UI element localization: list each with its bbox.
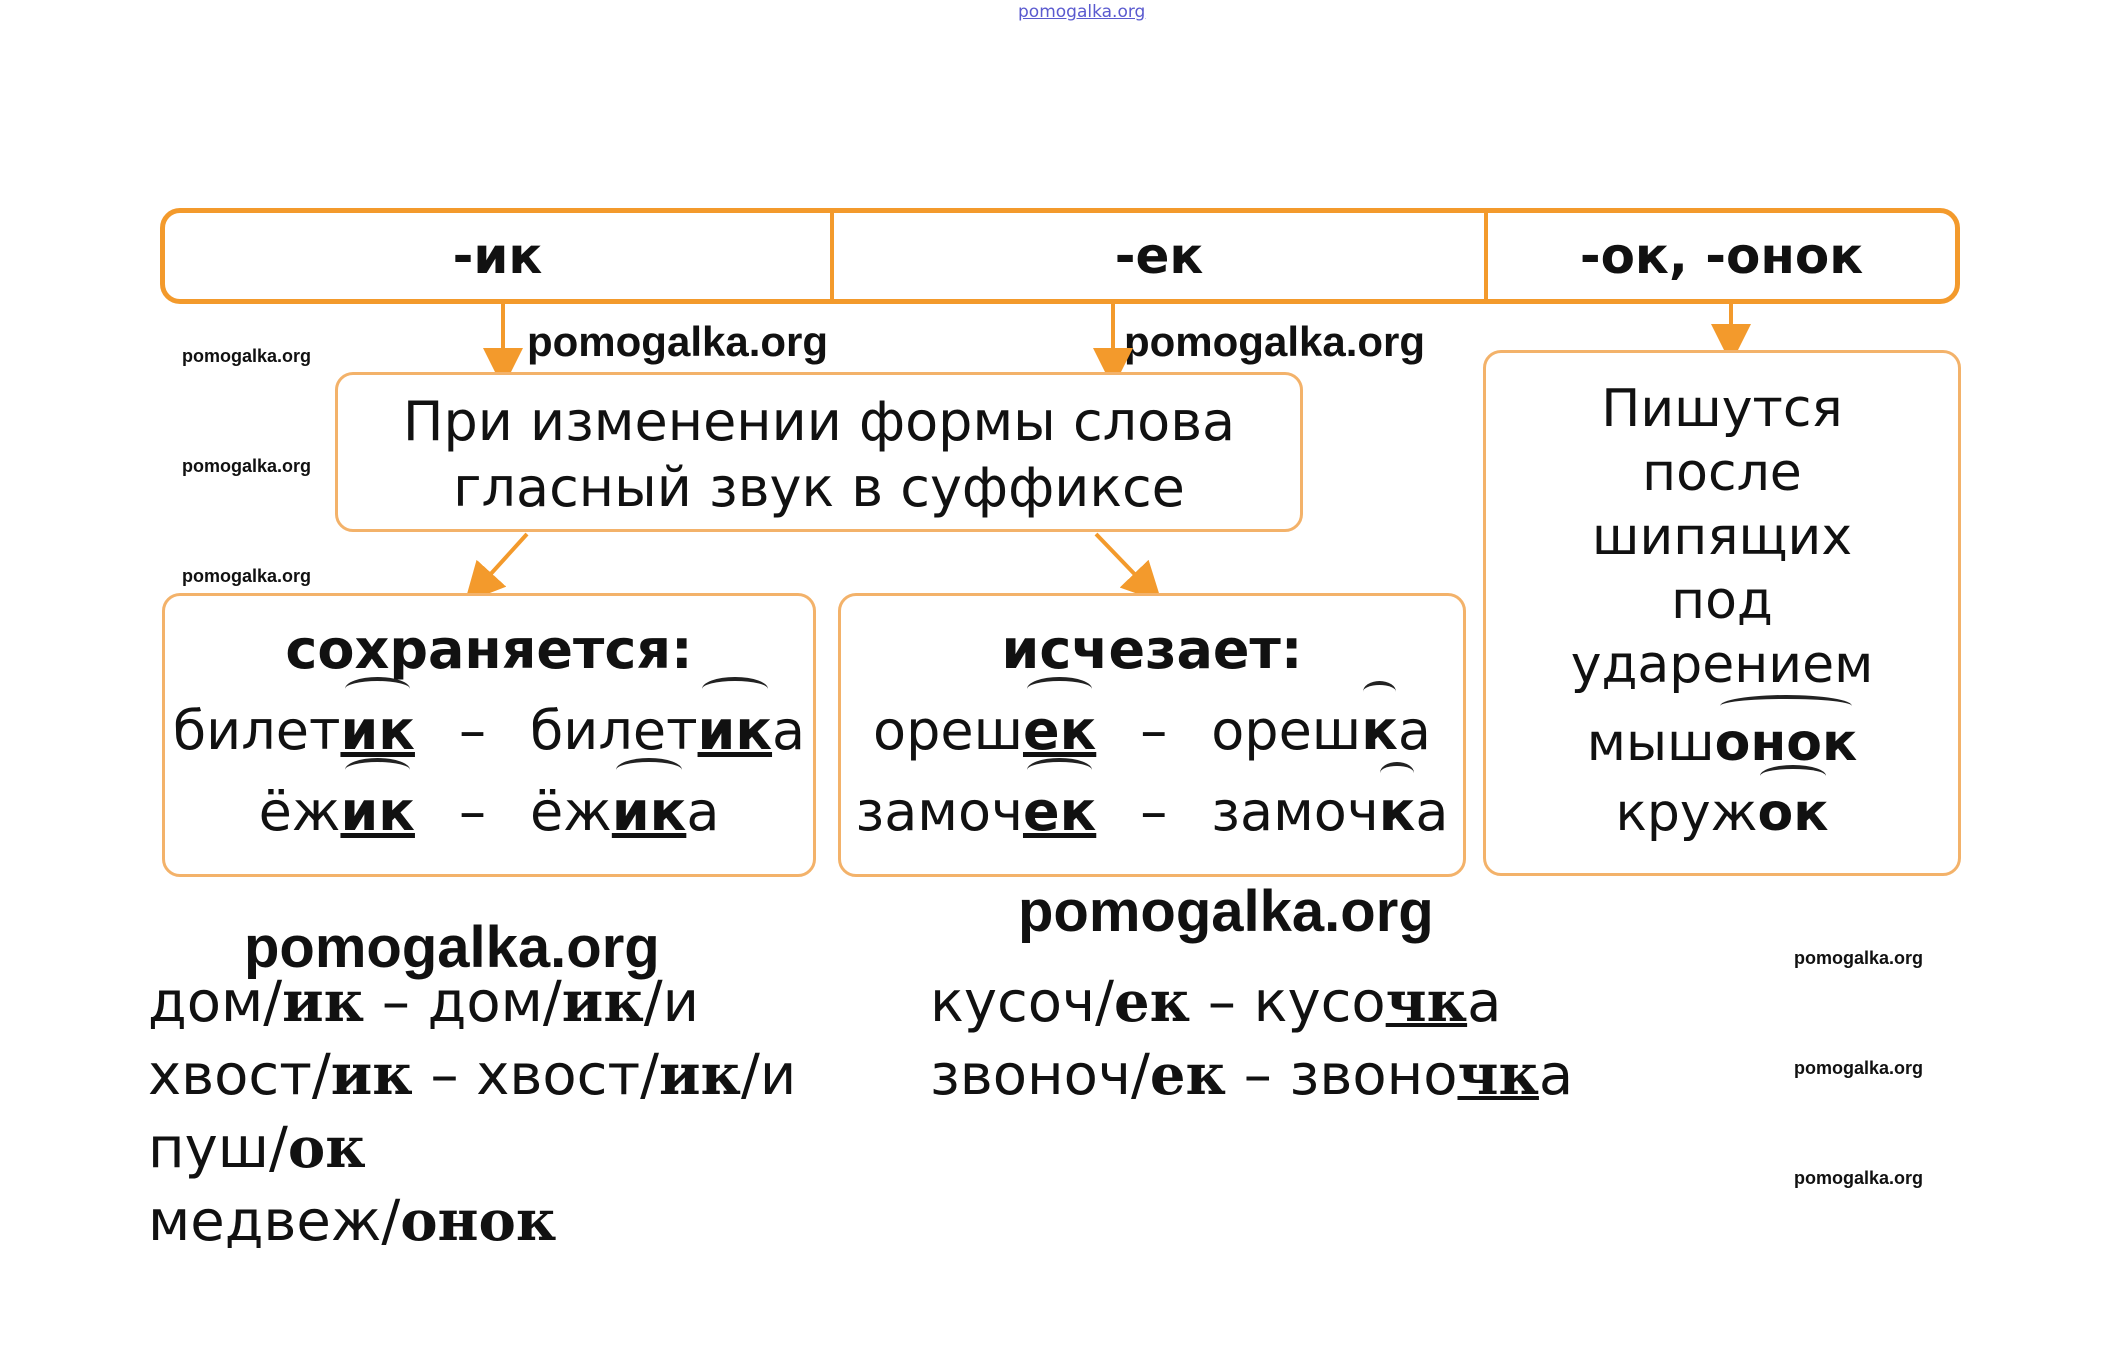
vowel-dropped-box: исчезает: орешек – орешка замочек – замо… (838, 593, 1466, 877)
worked-examples-left: дом/ик – дом/ик/и хвост/ик – хвост/ик/и … (148, 966, 796, 1258)
worked-example: хвост/ик – хвост/ик/и (148, 1042, 797, 1108)
example-row: замочек – замочка (841, 780, 1463, 843)
watermark: pomogalka.org (182, 566, 312, 586)
example-row: ёжик – ёжика (165, 780, 813, 843)
rule-text-line: Пишутся (1601, 379, 1843, 439)
example-word: мышонок (1586, 713, 1858, 773)
worked-example: медвеж/онок (148, 1188, 557, 1254)
worked-examples-right: кусоч/ек – кусочка звоноч/ек – звоночка (930, 966, 1573, 1112)
dash: – (458, 699, 486, 762)
dash: – (1140, 699, 1168, 762)
watermark-top: pomogalka.org (1018, 2, 1146, 22)
example-word: орешек (873, 699, 1097, 762)
example-word: билетика (529, 699, 806, 762)
example-word: билетик (172, 699, 415, 762)
rule-text-line: шипящих (1591, 507, 1853, 567)
example-row: билетик – билетика (165, 699, 813, 762)
watermark: pomogalka.org (1794, 948, 1924, 968)
rule-text-line: после (1642, 443, 1802, 503)
example-word: замочек (855, 780, 1097, 843)
worked-example: кусоч/ек – кусочка (930, 969, 1502, 1035)
after-sibilants-box: Пишутся после шипящих под ударением мышо… (1483, 350, 1961, 876)
arrow-drop (1094, 532, 1162, 603)
dash: – (458, 780, 486, 843)
rule-text-line: ударением (1570, 635, 1874, 695)
suffix-ik: -ик (452, 227, 543, 285)
example-word: замочка (1211, 780, 1449, 843)
suffix-header: -ик -ек -ок, -онок (160, 208, 1960, 304)
arrow-keep (464, 532, 529, 603)
worked-example: дом/ик – дом/ик/и (148, 969, 700, 1035)
watermark: pomogalka.org (527, 318, 829, 365)
example-word: кружок (1615, 783, 1829, 843)
worked-example: пуш/ок (148, 1115, 366, 1181)
rule-line-2: гласный звук в суффиксе (453, 456, 1185, 519)
suffix-ok-onok: -ок, -онок (1484, 213, 1955, 299)
vowel-kept-title: сохраняется: (285, 618, 693, 681)
worked-example: звоноч/ек – звоночка (930, 1042, 1574, 1108)
watermark: pomogalka.org (1018, 879, 1434, 944)
dash: – (1140, 780, 1168, 843)
rule-line-1: При изменении формы слова (402, 390, 1236, 453)
watermark: pomogalka.org (1794, 1058, 1924, 1078)
watermark: pomogalka.org (1794, 1168, 1924, 1188)
watermark: pomogalka.org (1124, 318, 1426, 365)
example-word: орешка (1211, 699, 1431, 762)
watermark: pomogalka.org (244, 915, 660, 980)
vowel-kept-box: сохраняется: билетик – билетика ёжик – ё… (162, 593, 816, 877)
suffix-ek: -ек (830, 213, 1484, 299)
watermark: pomogalka.org (182, 346, 312, 366)
example-word: ёжик (258, 780, 415, 843)
rule-box: При изменении формы слова гласный звук в… (335, 372, 1303, 532)
rule-text-line: под (1671, 571, 1773, 631)
example-word: ёжика (529, 780, 720, 843)
example-row: орешек – орешка (841, 699, 1463, 762)
vowel-dropped-title: исчезает: (1001, 618, 1303, 681)
watermark: pomogalka.org (182, 456, 312, 476)
